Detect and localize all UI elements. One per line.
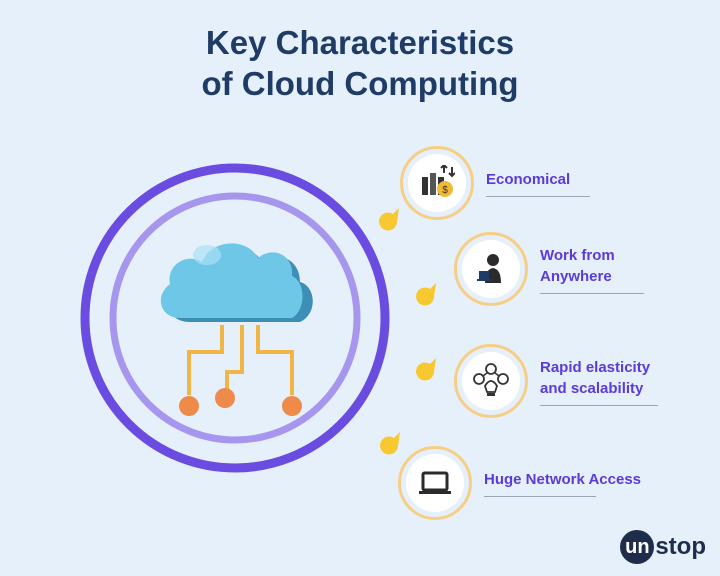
connector-dot bbox=[416, 358, 436, 381]
person-laptop-icon bbox=[477, 254, 501, 283]
circuit-node bbox=[282, 396, 302, 416]
characteristic-economical: $ Economical bbox=[400, 146, 590, 220]
economical-underline bbox=[486, 196, 590, 197]
characteristic-huge-network-access: Huge Network Access bbox=[398, 446, 641, 520]
inner-ring bbox=[109, 192, 361, 444]
work-anywhere-underline bbox=[540, 292, 644, 294]
work-anywhere-label: Work from Anywhere bbox=[540, 246, 615, 285]
characteristic-rapid-elasticity: Rapid elasticity and scalability bbox=[454, 344, 658, 418]
network-access-label: Huge Network Access bbox=[484, 471, 642, 488]
connector-dot bbox=[416, 283, 436, 306]
rapid-elasticity-underline bbox=[540, 404, 658, 406]
outer-ring bbox=[80, 163, 390, 473]
logo-badge: un bbox=[620, 530, 655, 564]
title-line-2: of Cloud Computing bbox=[201, 65, 519, 103]
title-line-1: Key Characteristics bbox=[205, 24, 515, 61]
logo-text: stop bbox=[655, 533, 706, 560]
characteristic-work-from-anywhere: Work from Anywhere bbox=[454, 232, 644, 306]
circuit-lines bbox=[187, 325, 294, 395]
circuit-node bbox=[179, 396, 199, 416]
network-access-badge bbox=[398, 446, 472, 520]
economical-label: Economical bbox=[486, 171, 571, 188]
svg-text:$: $ bbox=[442, 185, 448, 196]
laptop-icon bbox=[419, 471, 451, 494]
connector-dot bbox=[379, 208, 399, 231]
economical-badge: $ bbox=[400, 146, 474, 220]
page-title: Key Characteristics of Cloud Computing bbox=[0, 22, 720, 105]
circuit-node bbox=[215, 388, 235, 408]
network-access-underline bbox=[484, 496, 596, 497]
connector-dot bbox=[380, 432, 400, 455]
work-anywhere-badge bbox=[454, 232, 528, 306]
network-bulb-icon bbox=[473, 363, 509, 396]
rapid-elasticity-label: Rapid elasticity and scalability bbox=[540, 358, 651, 397]
rapid-elasticity-badge bbox=[454, 344, 528, 418]
money-chart-icon: $ bbox=[422, 165, 455, 197]
unstop-logo: un stop bbox=[620, 530, 706, 564]
cloud-icon bbox=[160, 243, 313, 322]
